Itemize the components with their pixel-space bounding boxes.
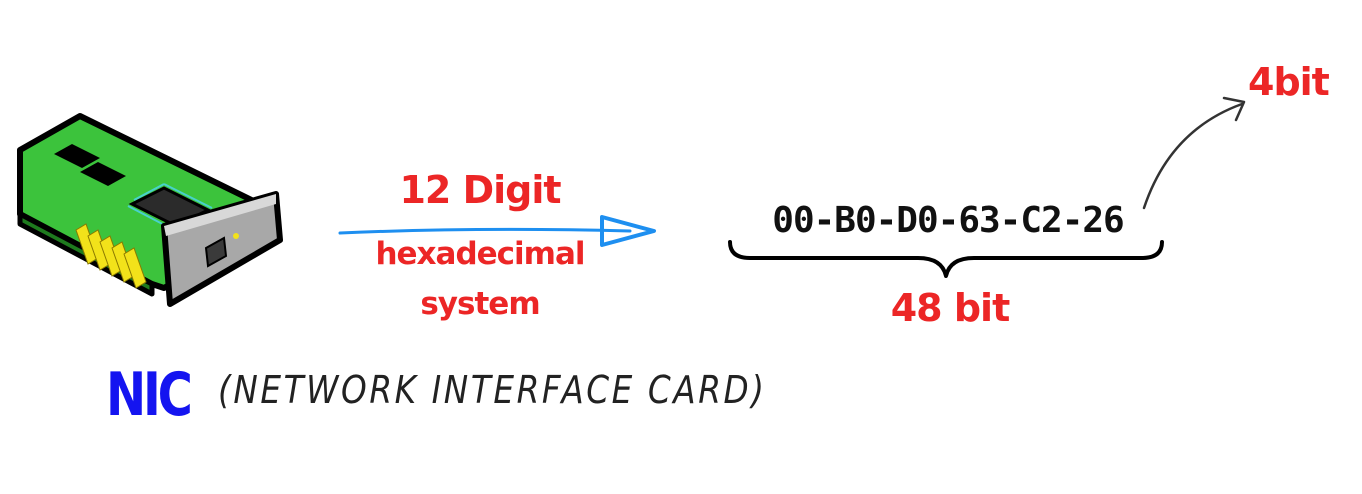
nic-full-name: (NETWORK INTERFACE CARD) bbox=[218, 368, 767, 412]
network-card-icon bbox=[17, 113, 283, 307]
nic-abbreviation: NIC bbox=[106, 360, 193, 430]
mac-address: 00-B0-D0-63-C2-26 bbox=[772, 200, 1124, 241]
curly-brace bbox=[728, 240, 1164, 278]
main-arrow bbox=[338, 215, 656, 247]
hex-digit-bit-label: 4bit bbox=[1248, 60, 1330, 104]
digit-count-label: 12 Digit bbox=[399, 168, 561, 212]
curved-arrow bbox=[1142, 96, 1246, 210]
bit-length-label: 48 bit bbox=[890, 286, 1011, 330]
system-label: system bbox=[420, 286, 540, 322]
hexadecimal-label: hexadecimal bbox=[375, 236, 585, 272]
